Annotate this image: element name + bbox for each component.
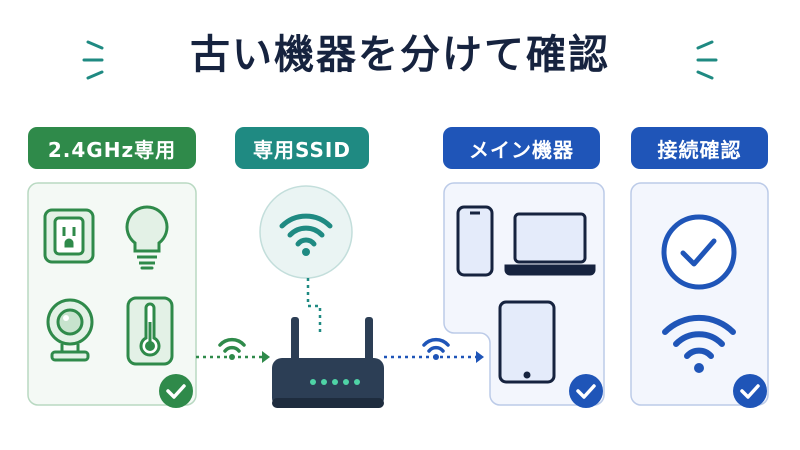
ssid-bubble — [259, 185, 353, 279]
title-accent-right — [696, 40, 718, 80]
check-icon — [159, 374, 193, 408]
wifi-icon — [218, 337, 246, 353]
light-bulb-icon — [125, 205, 169, 270]
label-connection-check: 接続確認 — [631, 127, 768, 169]
page-title: 古い機器を分けて確認 — [190, 32, 610, 78]
tablet-icon — [498, 300, 556, 384]
wifi-icon — [279, 213, 333, 247]
camera-icon — [46, 298, 94, 362]
wifi-icon — [422, 337, 450, 353]
outlet-icon — [43, 208, 95, 264]
ssid-connector — [306, 278, 322, 334]
label-2-4ghz: 2.4GHz専用 — [28, 127, 196, 169]
smartphone-icon — [456, 205, 494, 277]
wifi-icon — [662, 314, 736, 359]
label-dedicated-ssid: 専用SSID — [235, 127, 369, 169]
check-icon — [569, 374, 603, 408]
check-circle-icon — [661, 214, 737, 290]
label-main-devices: メイン機器 — [443, 127, 600, 169]
title-accent-left — [82, 40, 104, 80]
flow-arrow-blue — [384, 351, 484, 363]
thermometer-icon — [126, 296, 174, 366]
check-icon — [733, 374, 767, 408]
laptop-icon — [504, 212, 596, 276]
router-icon — [272, 317, 384, 408]
